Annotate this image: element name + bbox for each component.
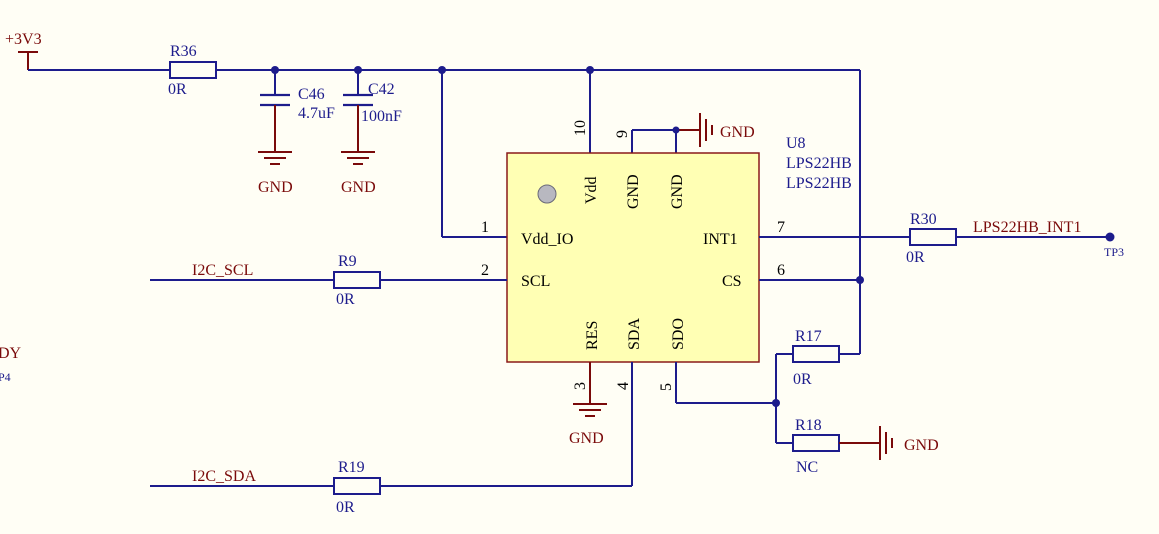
pin1-indicator <box>537 184 557 204</box>
capacitor-c46[interactable]: C46 4.7uF <box>260 70 335 152</box>
gnd-symbol-res: GND <box>569 403 607 447</box>
ic-u8-labels: U8 LPS22HB LPS22HB <box>786 135 852 192</box>
gnd-label-top: GND <box>720 124 755 141</box>
r30-value: 0R <box>906 249 925 266</box>
pin-number: 6 <box>777 262 785 279</box>
ic-pin-4: 4 SDA <box>380 318 643 487</box>
ic-pin-9: 9 GND <box>614 130 642 209</box>
net-i2c-sda: I2C_SDA <box>150 468 334 487</box>
r17-ref: R17 <box>795 328 822 345</box>
resistor-r36[interactable]: R36 0R <box>168 43 217 98</box>
pin-number: 1 <box>481 219 489 236</box>
gnd-label-c46: GND <box>258 179 293 196</box>
pin-name: SDA <box>626 318 643 350</box>
net-i2c-scl: I2C_SCL <box>150 262 334 281</box>
gnd-label-r18: GND <box>904 437 939 454</box>
r30-ref: R30 <box>910 211 937 228</box>
junction-dot <box>354 66 362 74</box>
r19-value: 0R <box>336 499 355 516</box>
ic-u8[interactable] <box>506 152 760 363</box>
ic-pin-3: 3 RES <box>572 321 601 404</box>
pin-name: Vdd_IO <box>521 231 573 248</box>
gnd-label-c42: GND <box>341 179 376 196</box>
pin-name: SCL <box>521 273 550 290</box>
ic-pin-8: GND <box>669 174 686 209</box>
r9-ref: R9 <box>338 253 357 270</box>
pin-name: SDO <box>670 318 687 350</box>
junction-dot <box>438 66 446 74</box>
pin-number: 9 <box>614 130 631 138</box>
pin-name: GND <box>625 174 642 209</box>
pin-name: CS <box>722 273 742 290</box>
pin-number: 5 <box>658 383 675 391</box>
resistor-r18[interactable]: R18 NC <box>792 417 880 476</box>
net-label-3v3: +3V3 <box>5 31 42 48</box>
gnd-symbol-c42: GND <box>341 151 376 196</box>
ic-pin-2: 2 SCL <box>400 262 550 290</box>
pin-number: 10 <box>572 120 589 136</box>
c42-value: 100nF <box>361 108 402 125</box>
r9-value: 0R <box>336 291 355 308</box>
resistor-r17[interactable]: R17 0R <box>792 328 840 388</box>
ic-pin-6: 6 CS <box>722 262 860 290</box>
resistor-r30[interactable]: R30 0R LPS22HB_INT1 <box>906 211 1110 266</box>
resistor-r9[interactable]: R9 0R <box>333 253 400 308</box>
pin-name: GND <box>669 174 686 209</box>
cutoff-labels: DY P4 <box>0 345 22 384</box>
net-label-sda: I2C_SDA <box>192 468 256 485</box>
pin-name: Vdd <box>583 176 600 204</box>
gnd-symbol-top: GND <box>699 113 755 147</box>
r19-ref: R19 <box>338 459 365 476</box>
rail-3v3-wire <box>28 69 861 354</box>
junction-dot <box>586 66 594 74</box>
r17-value: 0R <box>793 371 812 388</box>
pin-name: RES <box>584 321 601 350</box>
r18-value: NC <box>796 459 818 476</box>
u8-ref: U8 <box>786 135 806 152</box>
tp3-ref: TP3 <box>1104 245 1124 259</box>
ic-pin-10: 10 Vdd <box>572 120 600 204</box>
junction-dot <box>271 66 279 74</box>
wire-vdd-io <box>441 70 507 238</box>
c46-ref: C46 <box>298 86 325 103</box>
c46-value: 4.7uF <box>298 105 335 122</box>
pin-number: 3 <box>572 382 589 390</box>
pin-name: INT1 <box>703 231 738 248</box>
r18-ref: R18 <box>795 417 822 434</box>
r36-ref: R36 <box>170 43 197 60</box>
pin-number: 7 <box>777 219 785 236</box>
wire-r17-r18 <box>775 353 860 444</box>
c42-ref: C42 <box>368 81 395 98</box>
gnd-symbol-r18: GND <box>879 426 939 460</box>
net-label-scl: I2C_SCL <box>192 262 253 279</box>
gnd-symbol-c46: GND <box>258 151 293 196</box>
r36-value: 0R <box>168 81 187 98</box>
ic-pin-5: 5 SDO <box>658 318 776 404</box>
junction-dot <box>672 126 680 134</box>
u8-part: LPS22HB <box>786 175 852 192</box>
gnd-label-res: GND <box>569 430 604 447</box>
net-label-int1: LPS22HB_INT1 <box>973 219 1081 236</box>
test-point-tp3[interactable]: TP3 <box>1104 232 1124 260</box>
u8-value: LPS22HB <box>786 155 852 172</box>
cutoff-tp-label: P4 <box>0 370 11 384</box>
pin-number: 4 <box>615 382 632 390</box>
capacitor-c42[interactable]: C42 100nF <box>343 70 402 152</box>
wire-gnd-pins-top <box>631 126 700 153</box>
pin-number: 2 <box>481 262 489 279</box>
ic-pin-7: 7 INT1 <box>703 219 910 248</box>
resistor-r19[interactable]: R19 0R <box>333 459 381 516</box>
cutoff-net-label: DY <box>0 345 22 362</box>
ic-pin-1: 1 Vdd_IO <box>481 219 573 248</box>
power-port-3v3: +3V3 <box>5 31 42 70</box>
